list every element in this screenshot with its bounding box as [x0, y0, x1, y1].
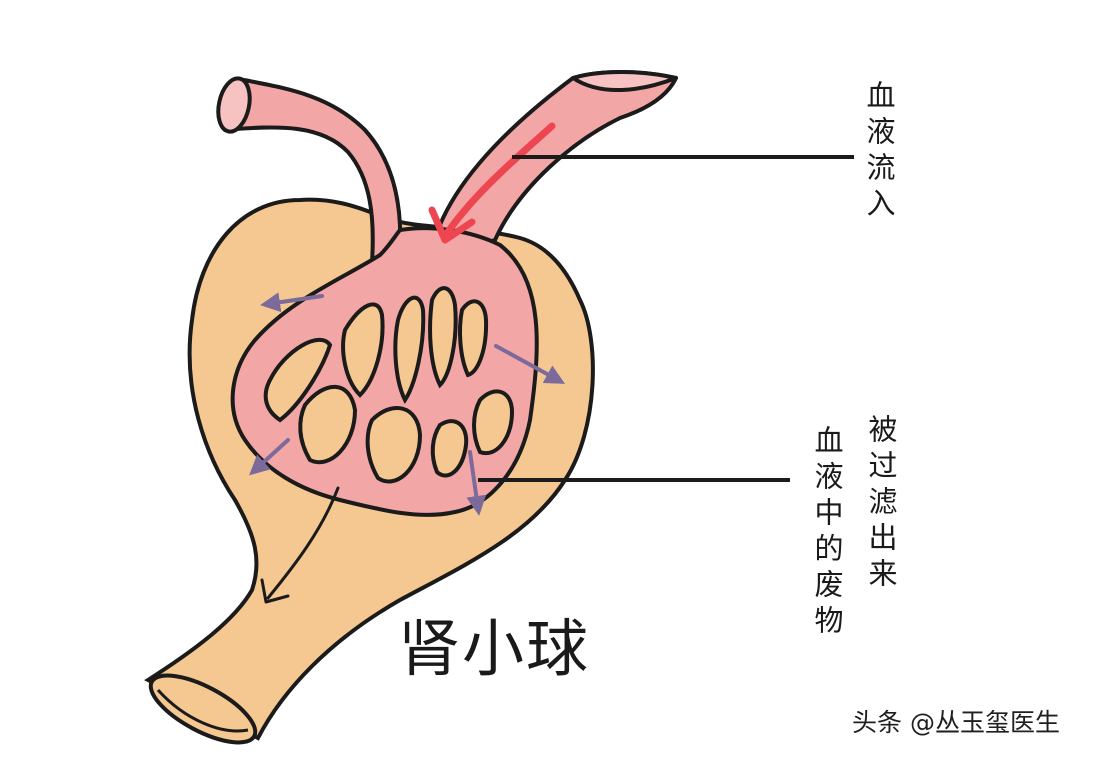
tubule-opening	[148, 673, 258, 745]
label-blood-waste: 血液中的废物	[810, 425, 844, 641]
filtration-arrows	[249, 292, 566, 516]
capillary-loop	[430, 419, 469, 478]
capillary-loop	[263, 338, 333, 423]
filtrate-flow-arrow	[266, 486, 340, 600]
afferent-opening	[571, 70, 678, 93]
capillary-loop	[472, 389, 515, 456]
filtrate-flow-arrowhead	[260, 578, 290, 604]
diagram-title: 肾小球	[398, 612, 591, 685]
filtration-arrow	[249, 438, 290, 476]
filtration-arrow	[494, 344, 566, 384]
capillary-loop	[393, 295, 426, 404]
capillary-loop	[298, 384, 358, 464]
capillary-loops	[263, 286, 515, 484]
filtration-arrow	[260, 292, 324, 313]
watermark: 头条 @丛玉玺医生	[852, 708, 1060, 737]
afferent-arteriole	[428, 70, 678, 260]
capillary-loop	[428, 286, 458, 389]
label-filtered-out: 被过滤出来	[864, 414, 898, 594]
blood-inflow-arrowhead	[428, 206, 476, 244]
label-blood-inflow: 血液流入	[862, 80, 896, 224]
tubule-opening-inner	[156, 688, 249, 733]
blood-inflow-arrow	[441, 122, 556, 240]
capillary-loop	[365, 406, 423, 484]
capillary-loop	[341, 302, 385, 398]
capillary-loop	[458, 299, 489, 378]
filtration-arrow	[466, 450, 487, 516]
efferent-opening	[216, 76, 252, 134]
